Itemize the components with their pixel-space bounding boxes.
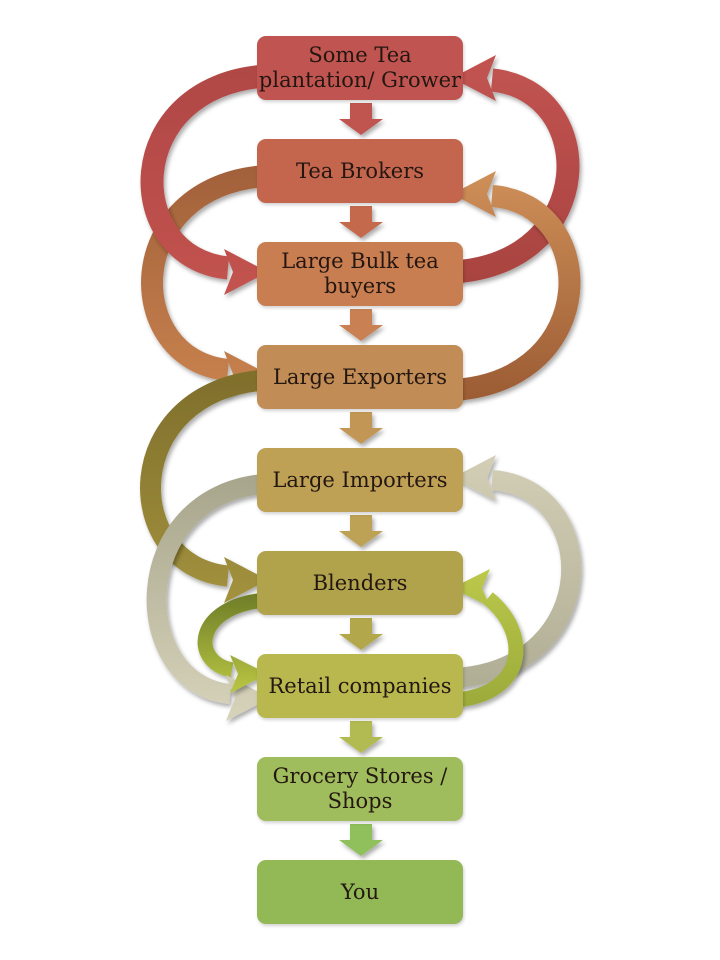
node-label-line: Large Bulk tea [281, 249, 439, 273]
ribbon-left-6-7 [197, 592, 267, 678]
node-label-line: You [340, 879, 380, 904]
node-label-line: Tea Brokers [295, 158, 425, 183]
ribbon-right-7-5-arrowhead [452, 455, 496, 501]
node-tea-brokers: Tea Brokers [257, 139, 463, 203]
ribbon-left-4-6 [140, 369, 268, 603]
down-arrow-1 [339, 103, 383, 135]
down-arrow-5 [339, 515, 383, 547]
node-label-line: Some Tea [308, 43, 412, 67]
node-label-line: Large Importers [272, 467, 448, 492]
node-you: You [257, 860, 463, 924]
node-bulk-tea-buyers: Large Bulk tea buyers [257, 242, 463, 306]
node-grocery-stores: Grocery Stores / Shops [257, 757, 463, 821]
node-retail-companies: Retail companies [257, 654, 463, 718]
ribbon-right-7-6-arrowhead [452, 569, 490, 607]
down-arrow-7 [339, 721, 383, 753]
node-label-line: Retail companies [268, 673, 452, 698]
ribbon-left-4-6-arrowhead [224, 557, 268, 603]
ribbon-left-2-4 [141, 165, 268, 397]
down-arrow-6 [339, 618, 383, 650]
down-arrow-2 [339, 206, 383, 238]
node-label-line: Grocery Stores / [272, 764, 448, 788]
node-label-line: Blenders [312, 570, 408, 595]
node-large-importers: Large Importers [257, 448, 463, 512]
ribbon-right-4-2-arrowhead [452, 171, 496, 217]
node-blenders: Blenders [257, 551, 463, 615]
node-large-exporters: Large Exporters [257, 345, 463, 409]
ribbon-left-1-3-arrowhead [224, 249, 268, 295]
node-label-line: Large Exporters [272, 364, 448, 389]
node-label-line: Shops [327, 789, 393, 813]
ribbon-right-3-1-arrowhead [452, 55, 496, 101]
node-grower: Some Tea plantation/ Grower [257, 36, 463, 100]
node-label-line: buyers [323, 274, 397, 298]
down-arrow-3 [339, 309, 383, 341]
ribbon-right-7-6 [452, 569, 524, 708]
ribbon-left-6-7-arrowhead [230, 655, 268, 693]
ribbon-right-4-2 [452, 171, 581, 401]
ribbon-right-3-1 [452, 55, 580, 284]
ribbon-left-1-3 [140, 64, 268, 295]
node-label-line: plantation/ Grower [258, 68, 462, 92]
down-arrow-8 [339, 824, 383, 856]
down-arrow-4 [339, 412, 383, 444]
